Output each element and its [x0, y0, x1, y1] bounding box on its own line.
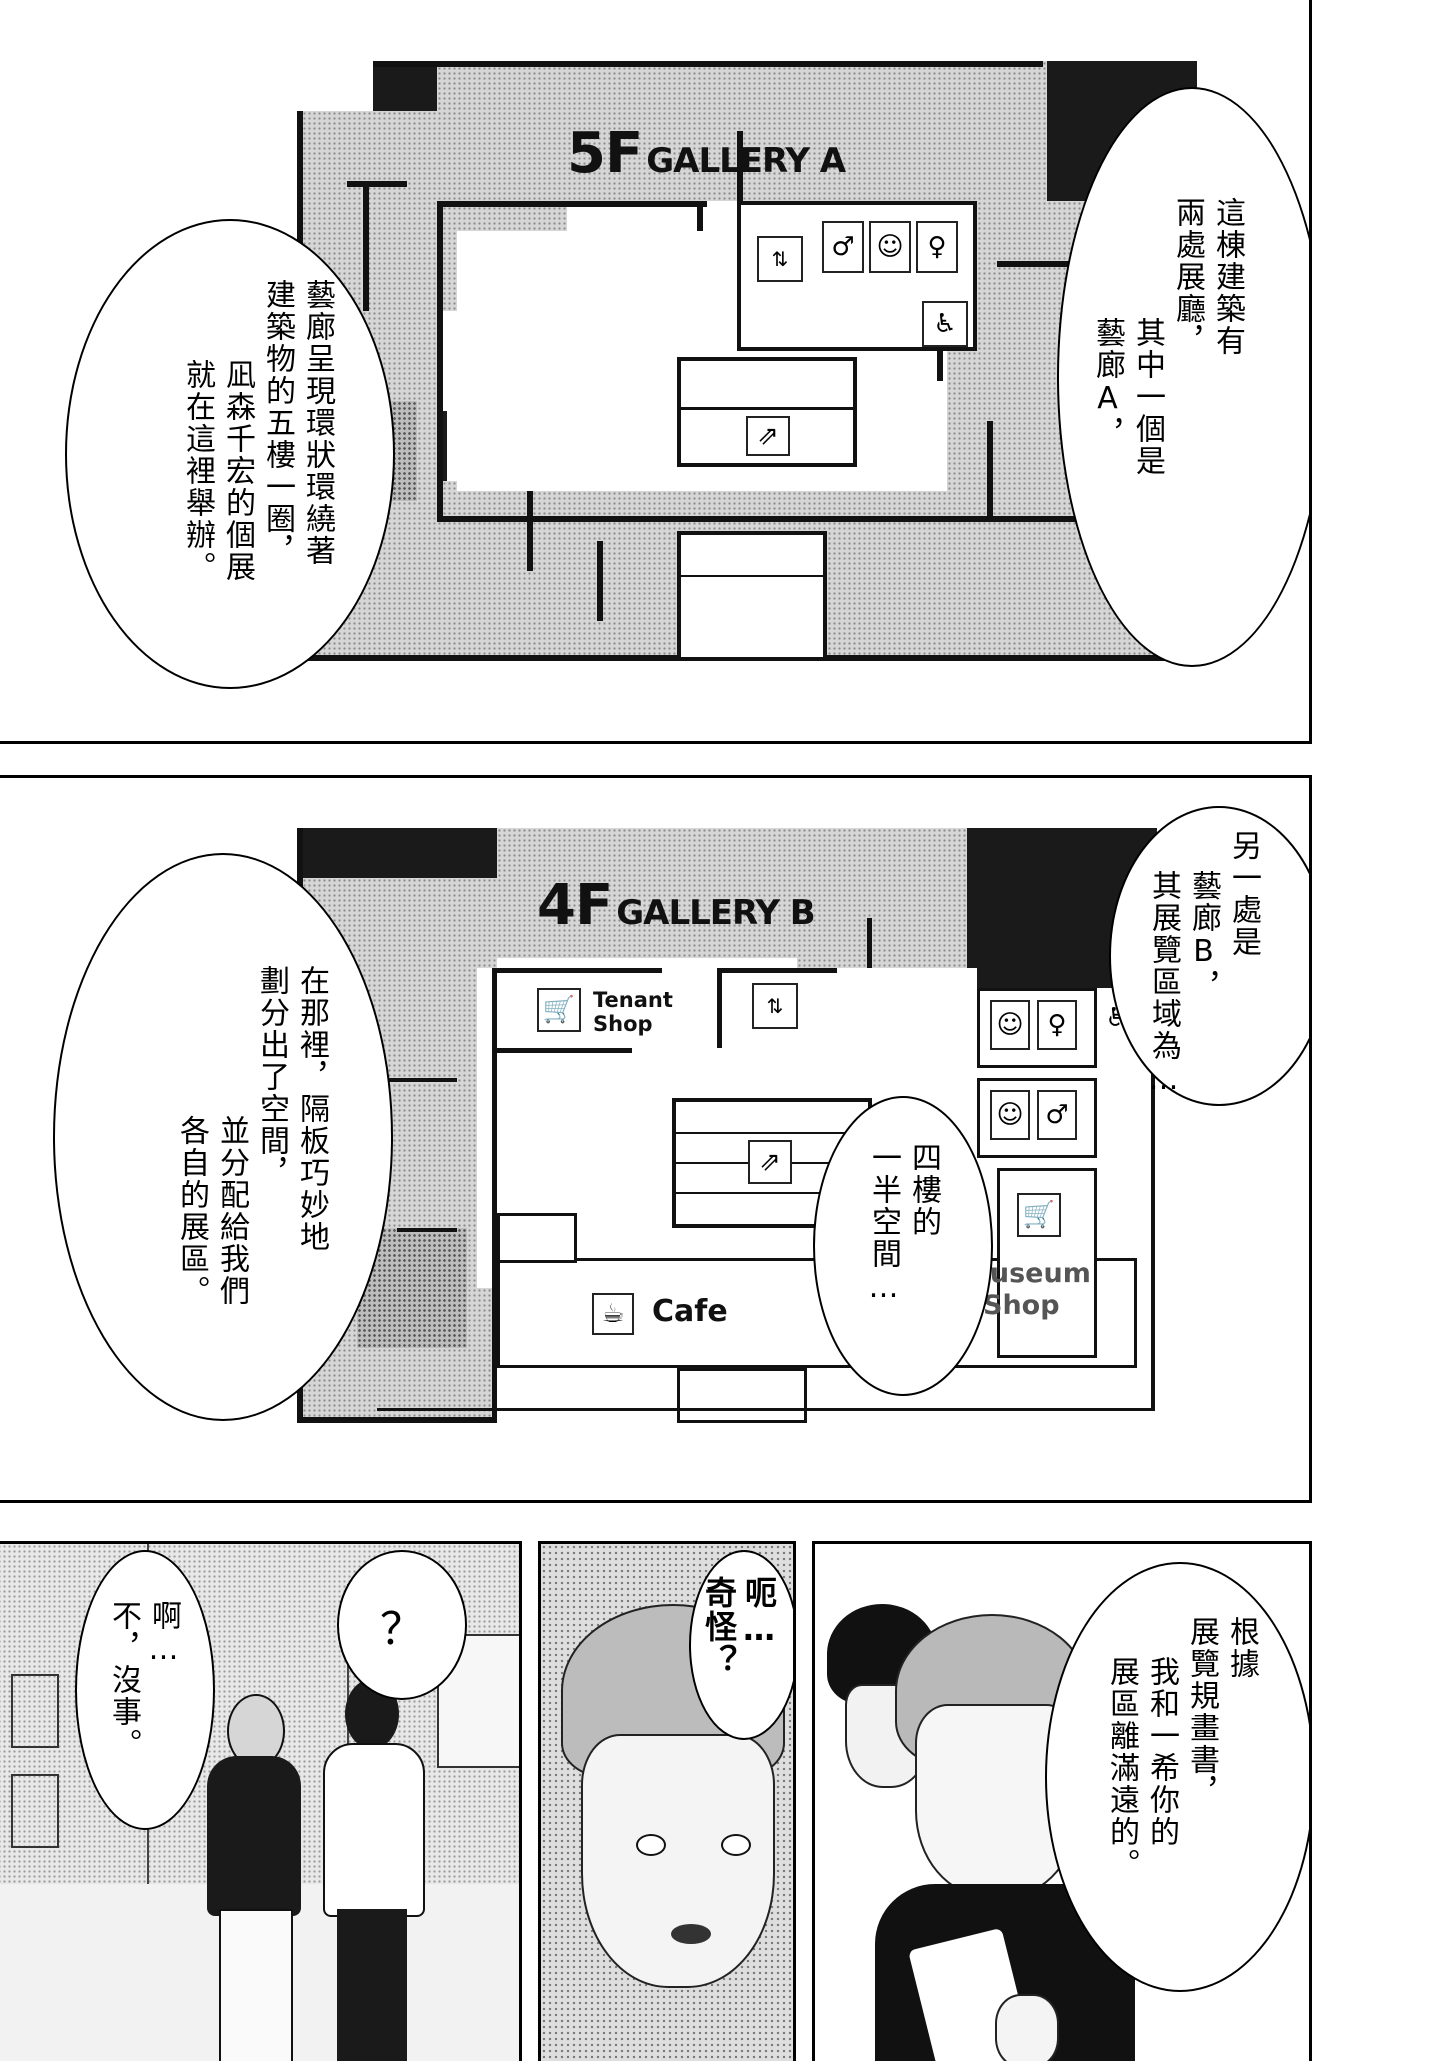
coffee-cup-icon: ☕: [592, 1293, 634, 1335]
cafe-label: Cafe: [652, 1294, 728, 1329]
speech-bubble-right-4f: 另一處是 藝廊B， 其展覽區域為…: [1109, 806, 1309, 1106]
bubble-text: 呃… 奇怪？: [700, 1576, 778, 1678]
character-left: [197, 1694, 307, 2061]
speech-bubble-left-4f: 在那裡，隔板巧妙地 劃分出了空間， 並分配給我們 各自的展區。: [53, 853, 393, 1421]
floor-number: 5F: [567, 121, 643, 186]
male-toilet-icon: ♂: [822, 221, 864, 273]
stairs-5f: [677, 531, 827, 661]
speech-bubble-center-4f: 四樓的 一半空間…: [813, 1096, 993, 1396]
bubble-text: 在那裡，隔板巧妙地 劃分出了空間， 並分配給我們 各自的展區。: [174, 965, 329, 1307]
speech-bubble-plan: 根據 展覽規畫書， 我和一希你的 展區離滿遠的。: [1045, 1562, 1309, 1992]
baby-room-icon: ☺: [990, 1090, 1030, 1140]
baby-room-icon: ☺: [990, 1000, 1030, 1050]
panel-puzzled-face: 呃… 奇怪？: [538, 1541, 796, 2061]
character-right: [317, 1679, 427, 2061]
speech-bubble-right-5f: 這棟建築有 兩處展廳， 其中一個是 藝廊A，: [1057, 87, 1309, 667]
bubble-text: 啊… 不，沒事。: [106, 1600, 181, 1760]
gallery-label: GALLERY B: [616, 893, 815, 933]
tenant-shop-label: Tenant Shop: [593, 988, 673, 1036]
bubble-text: 根據 展覽規畫書， 我和一希你的 展區離滿遠的。: [1104, 1616, 1259, 1880]
bubble-text: 這棟建築有 兩處展廳， 其中一個是 藝廊A，: [1090, 197, 1245, 477]
speech-bubble-question: ？: [337, 1550, 467, 1700]
speech-bubble-strange: 呃… 奇怪？: [689, 1550, 793, 1740]
panel-tablet-scene: 根據 展覽規畫書， 我和一希你的 展區離滿遠的。: [812, 1541, 1312, 2061]
female-toilet-icon: ♀: [1037, 1000, 1077, 1050]
bubble-text: 藝廊呈現環狀環繞著 建築物的五樓一圈， 凪森千宏的個展 就在這裡舉辦。: [180, 279, 335, 583]
escalator-area: ⇗: [677, 357, 857, 467]
floor-plan-4f: 🛒 Tenant Shop ⇅ ⇗ ☕ Cafe ☺ ♀ ☺ ♂ ♿ 🛒 Mus…: [297, 828, 1157, 1423]
speech-bubble-ah: 啊… 不，沒事。: [75, 1550, 215, 1830]
shopping-cart-icon: 🛒: [1017, 1193, 1061, 1237]
bubble-text: 四樓的 一半空間…: [866, 1142, 941, 1307]
speech-bubble-left-5f: 藝廊呈現環狀環繞著 建築物的五樓一圈， 凪森千宏的個展 就在這裡舉辦。: [65, 219, 395, 689]
panel-gallery-scene: 啊… 不，沒事。 ？: [0, 1541, 522, 2061]
escalator-icon: ⇗: [746, 416, 790, 456]
hand: [995, 1994, 1059, 2061]
floor-number: 4F: [537, 873, 613, 938]
shopping-cart-icon: 🛒: [537, 988, 581, 1032]
wheelchair-icon: ♿: [922, 301, 968, 347]
stairs-4f: [677, 1368, 807, 1423]
male-toilet-icon: ♂: [1037, 1090, 1077, 1140]
gallery-label: GALLERY A: [646, 141, 846, 181]
elevator-icon: ⇅: [757, 236, 803, 282]
question-mark: ？: [380, 1604, 424, 1655]
bubble-text: 另一處是 藝廊B， 其展覽區域為…: [1146, 830, 1261, 1099]
baby-room-icon: ☺: [869, 221, 911, 273]
escalator-icon: ⇗: [748, 1140, 792, 1184]
elevator-icon: ⇅: [752, 983, 798, 1029]
cafe-room: [497, 1213, 577, 1263]
panel-4f-map: 🛒 Tenant Shop ⇅ ⇗ ☕ Cafe ☺ ♀ ☺ ♂ ♿ 🛒 Mus…: [0, 775, 1312, 1503]
female-toilet-icon: ♀: [916, 221, 958, 273]
